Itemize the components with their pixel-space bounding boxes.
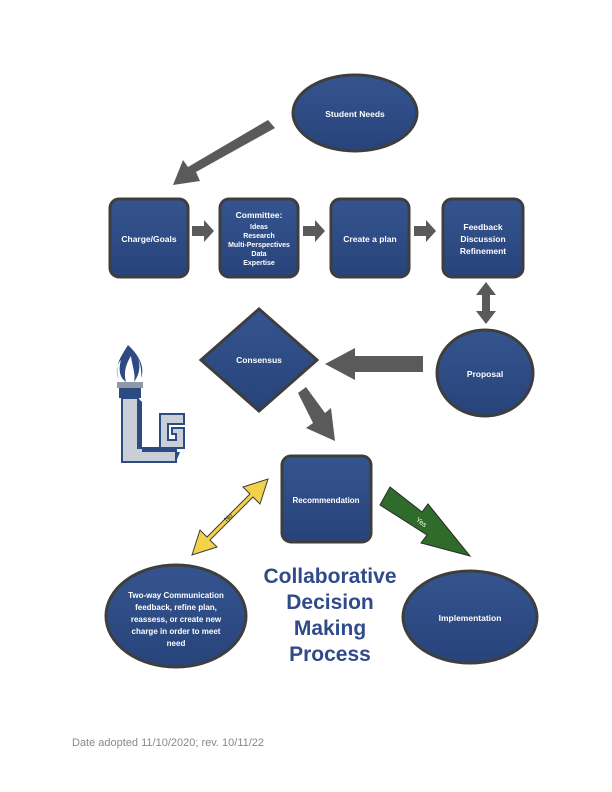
arrow-committee-to-plan bbox=[303, 220, 325, 242]
svg-text:Charge/Goals: Charge/Goals bbox=[121, 234, 177, 244]
svg-text:Consensus: Consensus bbox=[236, 355, 282, 365]
svg-text:Implementation: Implementation bbox=[439, 613, 502, 623]
svg-text:Refinement: Refinement bbox=[460, 246, 506, 256]
svg-text:Decision: Decision bbox=[286, 591, 374, 614]
svg-text:Proposal: Proposal bbox=[467, 369, 503, 379]
node-recommendation: Recommendation bbox=[280, 454, 373, 544]
arrow-feedback-proposal bbox=[476, 282, 496, 324]
svg-text:reassess, or create new: reassess, or create new bbox=[131, 615, 222, 624]
svg-text:Recommendation: Recommendation bbox=[292, 496, 359, 505]
svg-text:Two-way Communication: Two-way Communication bbox=[128, 591, 224, 600]
svg-text:Discussion: Discussion bbox=[460, 234, 505, 244]
arrow-plan-to-feedback bbox=[414, 220, 436, 242]
footer-date: Date adopted 11/10/2020; rev. 10/11/22 bbox=[72, 737, 265, 749]
diagram-title: Collaborative Decision Making Process bbox=[263, 565, 396, 666]
node-consensus: Consensus bbox=[198, 307, 320, 413]
node-implementation: Implementation bbox=[401, 569, 539, 665]
svg-text:Ideas: Ideas bbox=[250, 224, 268, 231]
node-charge-goals: Charge/Goals bbox=[108, 197, 190, 279]
arrow-needs-to-charge bbox=[173, 120, 275, 185]
arrow-yes: Yes bbox=[379, 486, 472, 557]
arrow-charge-to-committee bbox=[192, 220, 214, 242]
svg-text:Multi-Perspectives: Multi-Perspectives bbox=[228, 242, 290, 249]
svg-text:Create a plan: Create a plan bbox=[343, 234, 396, 244]
lg-logo bbox=[116, 345, 185, 463]
svg-text:Collaborative: Collaborative bbox=[263, 565, 396, 588]
node-create-plan: Create a plan bbox=[329, 197, 411, 279]
node-feedback: Feedback Discussion Refinement bbox=[441, 197, 525, 279]
svg-text:Student Needs: Student Needs bbox=[325, 109, 385, 119]
svg-text:Process: Process bbox=[289, 643, 371, 666]
node-two-way-communication: Two-way Communication feedback, refine p… bbox=[104, 563, 248, 669]
arrow-no-label: No bbox=[223, 512, 234, 523]
node-student-needs: Student Needs bbox=[291, 73, 419, 153]
svg-text:need: need bbox=[167, 639, 186, 648]
svg-text:Research: Research bbox=[243, 233, 275, 240]
arrow-proposal-to-consensus bbox=[325, 348, 423, 380]
svg-text:Data: Data bbox=[251, 251, 266, 258]
svg-text:Expertise: Expertise bbox=[243, 260, 275, 267]
node-committee: Committee: Ideas Research Multi-Perspect… bbox=[218, 197, 300, 279]
arrow-no: No bbox=[191, 478, 269, 556]
svg-text:feedback, refine plan,: feedback, refine plan, bbox=[135, 603, 217, 612]
svg-text:Making: Making bbox=[294, 617, 366, 640]
svg-text:Committee:: Committee: bbox=[236, 210, 283, 220]
svg-text:charge in order to meet: charge in order to meet bbox=[132, 627, 221, 636]
node-proposal: Proposal bbox=[435, 328, 535, 418]
svg-text:Feedback: Feedback bbox=[463, 222, 502, 232]
arrow-consensus-to-recommendation bbox=[298, 387, 335, 441]
